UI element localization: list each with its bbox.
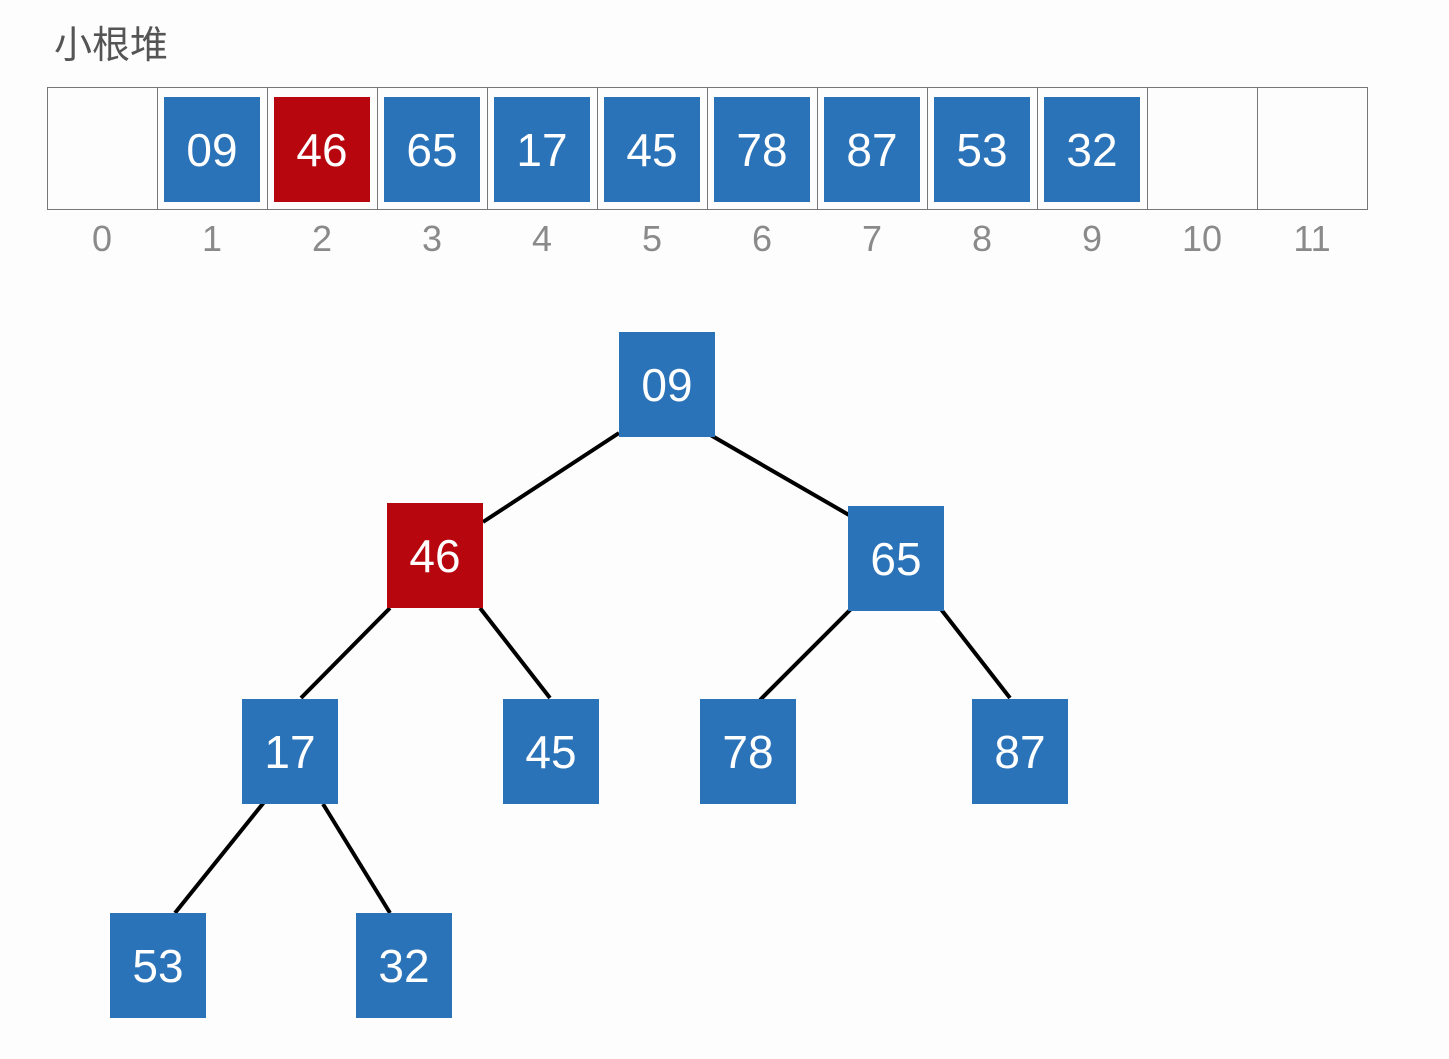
tree-node-6: 78 — [700, 699, 796, 804]
tree-node-8: 53 — [110, 913, 206, 1018]
array-value-3: 65 — [384, 97, 480, 202]
tree-node-9: 32 — [356, 913, 452, 1018]
tree-edge — [758, 606, 854, 702]
array-index-label: 1 — [201, 218, 223, 259]
array-index-label: 7 — [861, 218, 883, 259]
tree-edge — [299, 606, 392, 700]
array-value-2: 46 — [274, 97, 370, 202]
array-cell-3: 65 — [378, 87, 488, 210]
tree-edge — [478, 606, 552, 700]
array-cell-8: 53 — [928, 87, 1038, 210]
array-cell-2: 46 — [268, 87, 378, 210]
tree-edge — [705, 431, 851, 517]
tree-node-1: 09 — [619, 332, 715, 437]
array-index-label: 0 — [91, 218, 113, 259]
array-index-label: 6 — [751, 218, 773, 259]
array-index-label: 8 — [971, 218, 993, 259]
tree-edge — [173, 799, 267, 915]
array-value-7: 87 — [824, 97, 920, 202]
array-value-6: 78 — [714, 97, 810, 202]
tree-node-5: 45 — [503, 699, 599, 804]
array-value-8: 53 — [934, 97, 1030, 202]
array-value-1: 09 — [164, 97, 260, 202]
heap-array: 09 46 65 17 45 78 87 53 32 — [47, 87, 1368, 210]
array-cell-5: 45 — [598, 87, 708, 210]
tree-node-3: 65 — [848, 506, 944, 611]
array-cell-9: 32 — [1038, 87, 1148, 210]
tree-edge — [321, 802, 392, 915]
array-index-label: 11 — [1293, 218, 1331, 259]
array-index-label: 5 — [641, 218, 663, 259]
array-index-row: 0 1 2 3 4 5 6 7 8 9 10 11 — [47, 218, 1367, 260]
array-cell-7: 87 — [818, 87, 928, 210]
array-cell-4: 17 — [488, 87, 598, 210]
array-cell-10 — [1148, 87, 1258, 210]
array-index-label: 4 — [531, 218, 553, 259]
tree-node-2: 46 — [387, 503, 483, 608]
tree-edge — [481, 431, 621, 524]
array-cell-6: 78 — [708, 87, 818, 210]
array-value-4: 17 — [494, 97, 590, 202]
array-index-label: 3 — [421, 218, 443, 259]
page-title: 小根堆 — [54, 23, 169, 67]
array-value-5: 45 — [604, 97, 700, 202]
tree-node-7: 87 — [972, 699, 1068, 804]
array-index-label: 10 — [1181, 218, 1223, 259]
array-index-label: 9 — [1081, 218, 1103, 259]
array-cell-1: 09 — [158, 87, 268, 210]
array-cell-0 — [48, 87, 158, 210]
array-cell-11 — [1258, 87, 1368, 210]
tree-edge — [938, 606, 1012, 700]
tree-node-4: 17 — [242, 699, 338, 804]
array-index-label: 2 — [311, 218, 333, 259]
array-value-9: 32 — [1044, 97, 1140, 202]
